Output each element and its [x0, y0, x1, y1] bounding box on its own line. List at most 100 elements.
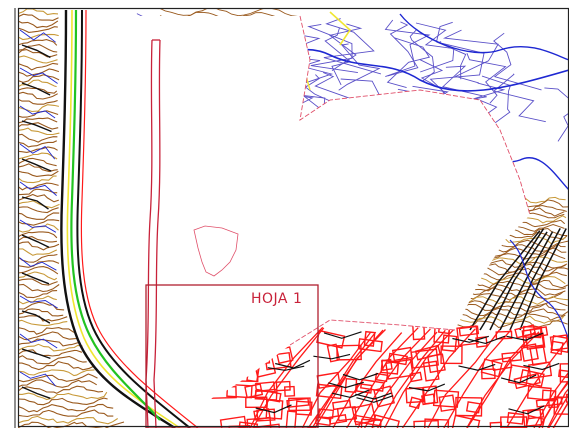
parcel-outline [193, 225, 239, 277]
sheet-1-frame [145, 284, 319, 428]
urban-street [377, 329, 446, 428]
contour-line [18, 415, 119, 425]
contour-line [18, 385, 104, 394]
urban-block [256, 408, 276, 422]
urban-road [458, 363, 496, 371]
sheet-label: HOJA 1 [251, 291, 303, 307]
road [489, 231, 548, 331]
creek-line [19, 181, 57, 196]
street-line [307, 23, 358, 74]
urban-block [357, 338, 383, 353]
road [469, 230, 541, 331]
street-line [493, 32, 542, 91]
urban-block [548, 398, 559, 409]
urban-road [342, 372, 379, 381]
contour-line [18, 170, 59, 177]
path-line [21, 196, 49, 210]
urban-street [538, 378, 569, 428]
urban-block [489, 421, 503, 428]
street-line [323, 18, 382, 75]
highway-black-west [60, 9, 176, 428]
urban-road [356, 395, 394, 403]
path-line [21, 44, 51, 59]
urban-block [237, 421, 259, 428]
contour-line [18, 122, 59, 130]
contour-line [18, 373, 98, 383]
street-line [442, 29, 499, 84]
left-hillside-contours [18, 8, 125, 428]
contour-line [18, 55, 58, 64]
urban-block [553, 396, 569, 415]
road [329, 11, 352, 46]
urban-block [226, 383, 253, 399]
urban-road [408, 383, 446, 392]
urban-block [450, 414, 481, 428]
street-line [338, 43, 381, 91]
path-line [21, 234, 50, 248]
contour-line [18, 391, 108, 401]
plain-boundary [299, 15, 531, 216]
contour-line [18, 74, 60, 83]
urban-street [401, 328, 476, 428]
street-line [466, 53, 507, 104]
contour-line [18, 236, 57, 243]
contour-line [18, 290, 58, 299]
street-line [387, 21, 419, 77]
street-line [435, 21, 467, 80]
river [509, 239, 569, 341]
contour-line [18, 295, 57, 305]
river [399, 13, 569, 61]
contour-line [18, 20, 59, 29]
contour-line [18, 379, 97, 388]
road [499, 231, 554, 331]
contour-line [18, 133, 58, 143]
path-line [21, 272, 50, 285]
urban-street [332, 332, 403, 428]
contour-line [18, 369, 95, 377]
contour-line [18, 79, 57, 88]
path-line [21, 82, 51, 96]
path-line [21, 310, 51, 324]
urban-block [507, 364, 530, 386]
urban-street [364, 331, 438, 428]
contour-line [18, 13, 59, 21]
contour-line [18, 360, 94, 371]
contour-line [18, 206, 59, 214]
contour-line [18, 253, 58, 263]
contour-line [18, 343, 83, 352]
urban-street [443, 329, 512, 428]
urban-block [380, 358, 393, 371]
contour-line [18, 39, 58, 46]
street-line [384, 19, 431, 78]
contour-line [18, 44, 58, 53]
contour-line [18, 8, 59, 16]
highway-red [80, 9, 199, 428]
highway-green [70, 9, 161, 421]
urban-road [255, 404, 292, 414]
creek-line [19, 257, 57, 271]
contour-line [18, 62, 59, 71]
urban-block [288, 397, 311, 412]
highway-black-east [76, 9, 191, 428]
contour-line [18, 241, 60, 251]
contour-line [18, 212, 60, 220]
path-line [21, 158, 52, 172]
road [519, 228, 567, 331]
urban-street [311, 329, 384, 428]
path-line [21, 348, 51, 360]
urban-block [275, 380, 291, 392]
contour-line [18, 248, 58, 256]
contour-line [18, 157, 57, 167]
plain-boundary-south [289, 319, 456, 346]
urban-street [552, 400, 569, 428]
contour-line [18, 397, 108, 406]
street-line [493, 73, 546, 123]
contour-line [18, 326, 75, 335]
urban-road [452, 335, 489, 343]
contour-line [18, 163, 58, 173]
corridor-boundary-west [145, 39, 153, 428]
creek-line [19, 29, 56, 43]
contour-line [18, 266, 59, 275]
contour-line [18, 219, 60, 226]
creek-line [19, 371, 56, 387]
